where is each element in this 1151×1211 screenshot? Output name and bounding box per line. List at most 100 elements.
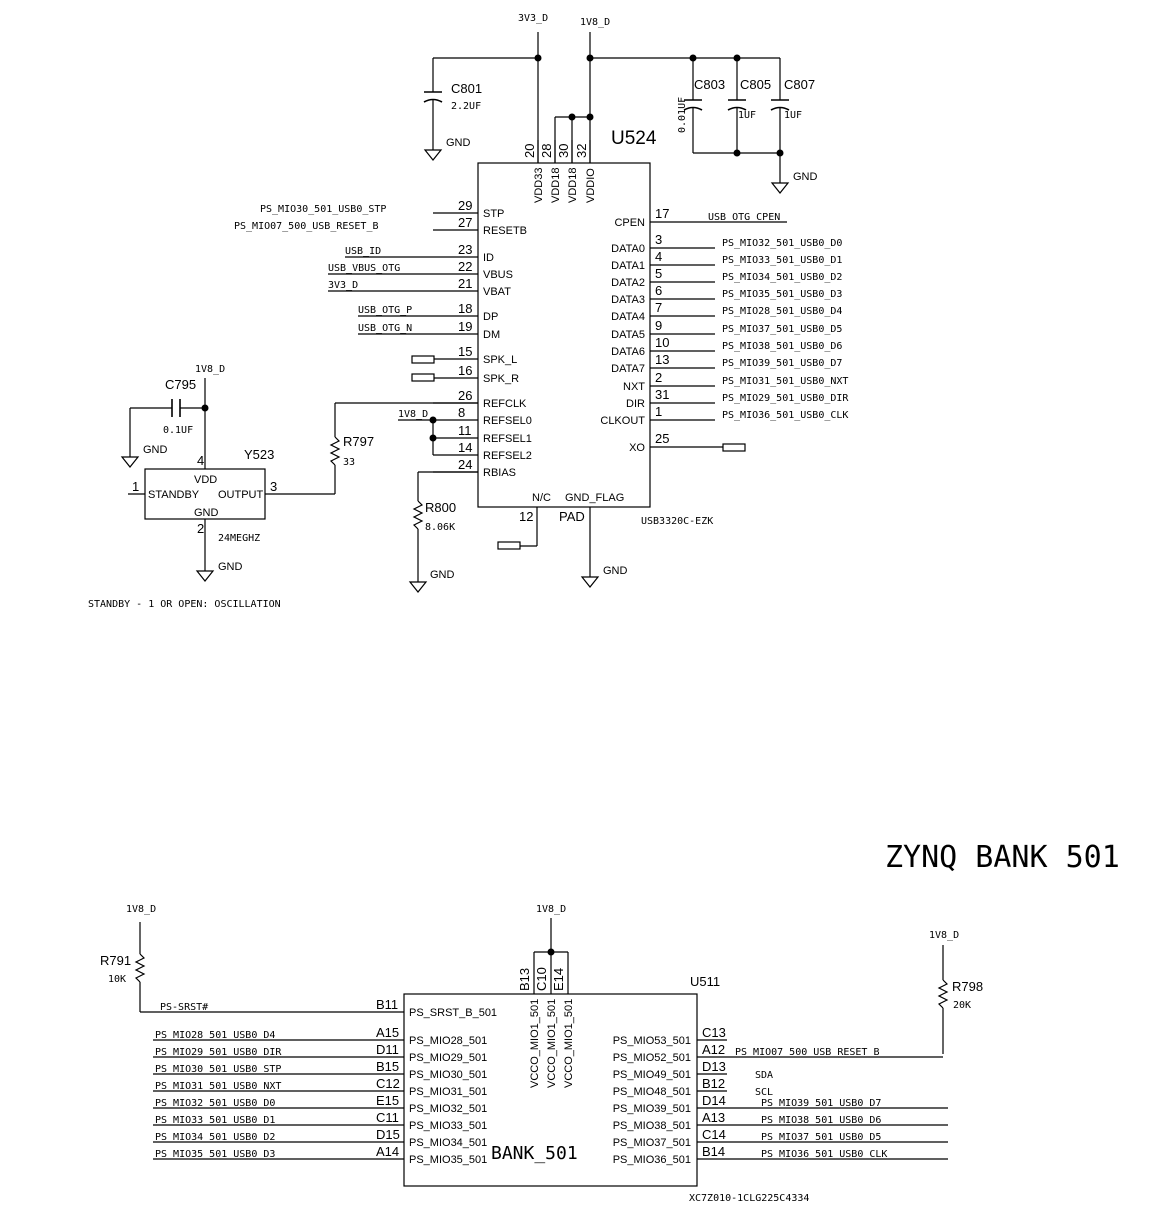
svg-text:R797: R797 — [343, 434, 374, 449]
u524-right-pin-num: 6 — [655, 283, 662, 298]
resistor-r791: 1V8_D R791 10K — [100, 904, 156, 1012]
ic-u511: U511 XC7Z010-1CLG225C4334 BANK_501 B13VC… — [140, 904, 948, 1204]
u524-left-pin-name: SPK_R — [483, 373, 519, 385]
svg-text:33: 33 — [343, 457, 355, 468]
svg-text:GND: GND — [430, 569, 455, 581]
u524-left-net: 1V8_D — [398, 409, 428, 420]
u524-right-pin-num: 1 — [655, 404, 662, 419]
u524-left-pin-name: STP — [483, 208, 504, 220]
u511-left-pin-num: E15 — [376, 1093, 399, 1108]
u524-right-net: USB_OTG_CPEN — [708, 212, 780, 223]
u524-right-net: PS_MIO37_501_USB0_D5 — [722, 324, 842, 335]
u524-right-pin-num: 31 — [655, 387, 669, 402]
u511-left-pin-num: C12 — [376, 1076, 400, 1091]
u511-top-pin-num: E14 — [551, 968, 566, 991]
u524-top-pin-name: VDDIO — [585, 168, 597, 203]
u524-right-pin-name: DATA2 — [611, 277, 645, 289]
u511-left-net: PS_MIO32_501_USB0_D0 — [155, 1098, 275, 1109]
u524-left-pin-num: 15 — [458, 344, 472, 359]
svg-text:GND: GND — [603, 565, 628, 577]
svg-text:2.2UF: 2.2UF — [451, 101, 481, 112]
u511-right-pin-num: D14 — [702, 1093, 726, 1108]
svg-text:OUTPUT: OUTPUT — [218, 489, 264, 501]
cap-c801: C801 2.2UF GND — [423, 58, 482, 161]
u511-left-net: PS_MIO34_501_USB0_D2 — [155, 1132, 275, 1143]
svg-text:1UF: 1UF — [784, 110, 802, 121]
svg-text:STANDBY: STANDBY — [148, 489, 200, 501]
u511-left-pin-name: PS_MIO33_501 — [409, 1120, 487, 1132]
svg-text:PAD: PAD — [559, 509, 585, 524]
u511-right-net: SDA — [755, 1070, 773, 1081]
u524-left-pin-num: 29 — [458, 198, 472, 213]
svg-text:1V8_D: 1V8_D — [126, 904, 156, 915]
nc-flag-12 — [497, 541, 521, 550]
u511-right-pin-num: D13 — [702, 1059, 726, 1074]
u511-left-net: PS_MIO28_501_USB0_D4 — [155, 1030, 275, 1041]
svg-text:R798: R798 — [952, 979, 983, 994]
u524-left-pin-name: ID — [483, 252, 494, 264]
u511-right-pin-num: A13 — [702, 1110, 725, 1125]
resistor-r797: R797 33 — [265, 402, 478, 495]
svg-text:1V8_D: 1V8_D — [536, 904, 566, 915]
u524-right-pin-num: 7 — [655, 300, 662, 315]
u524-right-pin-num: 10 — [655, 335, 669, 350]
u524-right-pin-name: CPEN — [614, 217, 645, 229]
u524-left-pin-num: 16 — [458, 363, 472, 378]
svg-text:R800: R800 — [425, 500, 456, 515]
u511-part: XC7Z010-1CLG225C4334 — [689, 1193, 809, 1204]
u524-right-pin-num: 5 — [655, 266, 662, 281]
u511-top-pin-name: VCCO_MIO1_501 — [546, 999, 558, 1088]
u524-left-pin-name: REFSEL2 — [483, 450, 532, 462]
u524-right-net: PS_MIO28_501_USB0_D4 — [722, 306, 842, 317]
u524-right-pin-num: 4 — [655, 249, 662, 264]
svg-text:R791: R791 — [100, 953, 131, 968]
u511-right-net: PS_MIO39_501_USB0_D7 — [761, 1098, 881, 1109]
u524-right-pin-name: DATA4 — [611, 311, 645, 323]
u511-right-pin-name: PS_MIO36_501 — [613, 1154, 691, 1166]
u524-right-pin-name: DIR — [626, 398, 645, 410]
u524-top-pin-num: 20 — [522, 144, 537, 158]
u511-right-pin-name: PS_MIO52_501 — [613, 1052, 691, 1064]
u511-left-pin-name: PS_MIO32_501 — [409, 1103, 487, 1115]
u524-right-pin-name: DATA7 — [611, 363, 645, 375]
u524-left-pin-num: 14 — [458, 440, 472, 455]
svg-text:C805: C805 — [740, 77, 771, 92]
u511-right-pin-num: C14 — [702, 1127, 726, 1142]
u524-left-net: USB_OTG_P — [358, 305, 412, 316]
u511-left-pins: B11PS_SRST_B_501PS-SRST#A15PS_MIO28_501P… — [140, 997, 497, 1166]
u511-right-net: PS_MIO38_501_USB0_D6 — [761, 1115, 881, 1126]
u524-left-pins: 29STPPS_MIO30_501_USB0_STP27RESETBPS_MIO… — [234, 198, 532, 479]
u524-left-pin-name: REFSEL0 — [483, 415, 532, 427]
u511-left-pin-name: PS_MIO31_501 — [409, 1086, 487, 1098]
u511-right-net: PS_MIO36_501_USB0_CLK — [761, 1149, 887, 1160]
u511-left-net: PS_MIO33_501_USB0_D1 — [155, 1115, 275, 1126]
u524-left-pin-num: 26 — [458, 388, 472, 403]
u524-right-pin-name: NXT — [623, 381, 645, 393]
svg-text:Y523: Y523 — [244, 447, 274, 462]
u524-left-pin-num: 19 — [458, 319, 472, 334]
u511-left-pin-name: PS_SRST_B_501 — [409, 1007, 497, 1019]
u524-right-pin-name: XO — [629, 442, 645, 454]
svg-text:12: 12 — [519, 509, 533, 524]
svg-text:C801: C801 — [451, 81, 482, 96]
svg-text:GND: GND — [446, 137, 471, 149]
svg-text:GND: GND — [793, 171, 818, 183]
svg-text:1V8_D: 1V8_D — [929, 930, 959, 941]
u511-left-net: PS_MIO30_501_USB0_STP — [155, 1064, 281, 1075]
u524-left-pin-num: 24 — [458, 457, 472, 472]
u524-left-net: PS_MIO30_501_USB0_STP — [260, 204, 386, 215]
u511-right-net: SCL — [755, 1087, 773, 1098]
u511-right-pin-name: PS_MIO48_501 — [613, 1086, 691, 1098]
u511-left-pin-num: B11 — [376, 997, 398, 1012]
u511-left-net: PS_MIO35_501_USB0_D3 — [155, 1149, 275, 1160]
u524-left-pin-num: 18 — [458, 301, 472, 316]
u524-left-pin-name: REFSEL1 — [483, 433, 532, 445]
svg-text:1V8_D: 1V8_D — [195, 364, 225, 375]
svg-text:VDD: VDD — [194, 474, 217, 486]
svg-text:24MEGHZ: 24MEGHZ — [218, 533, 260, 544]
svg-text:1UF: 1UF — [738, 110, 756, 121]
u524-right-pin-num: 25 — [655, 431, 669, 446]
